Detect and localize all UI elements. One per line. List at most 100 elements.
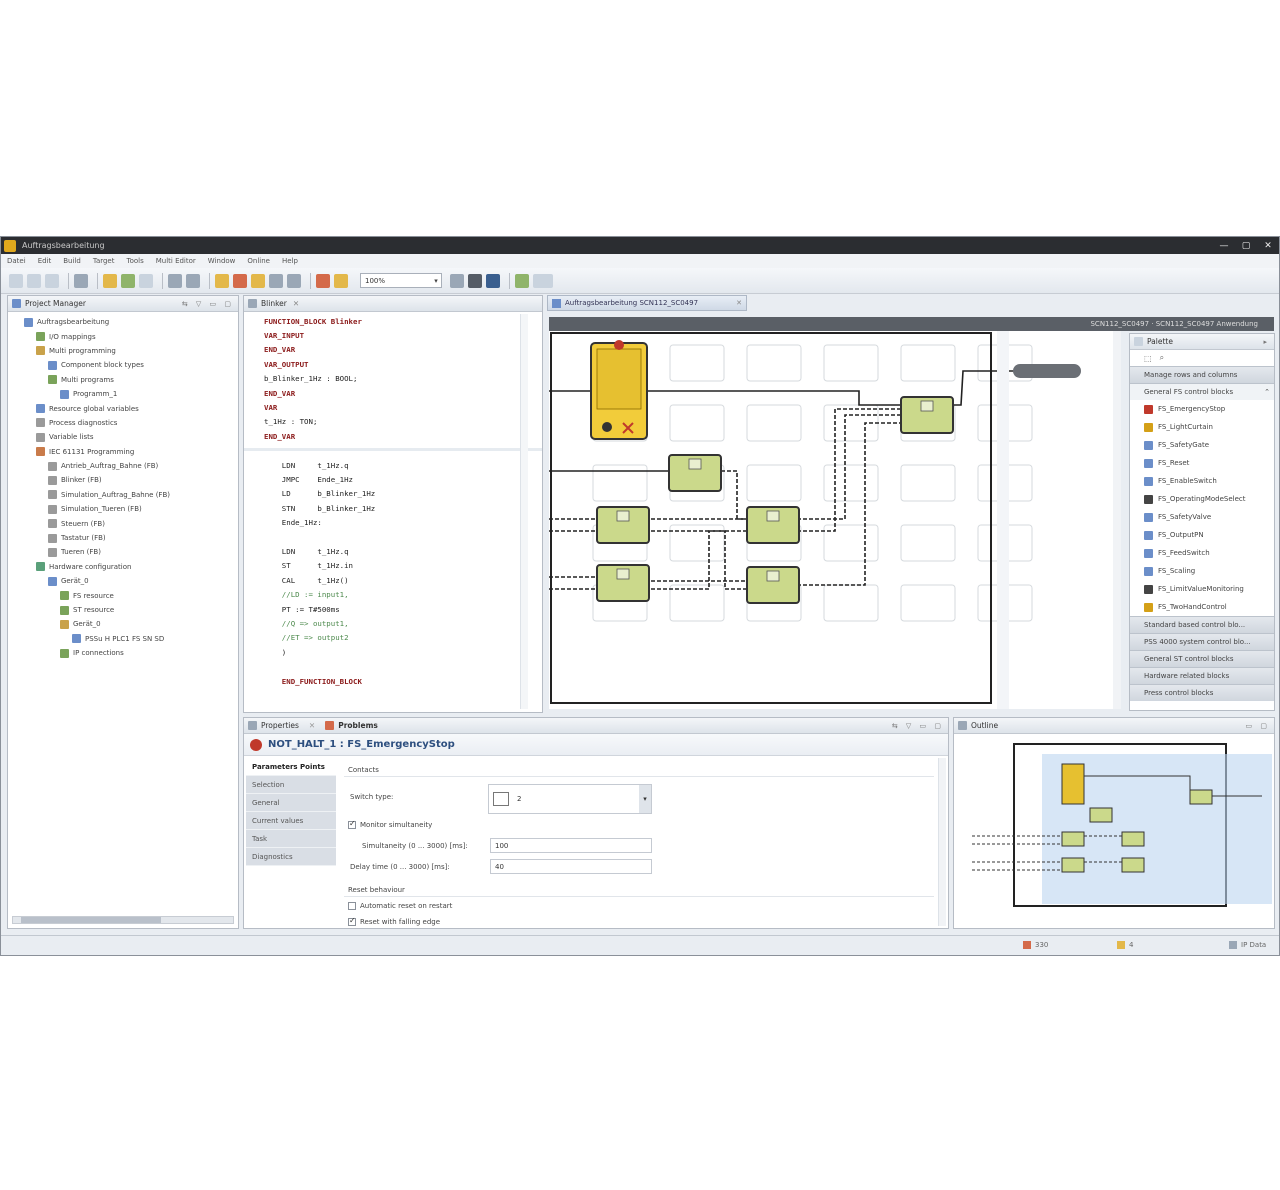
- palette-item[interactable]: FS_OutputPN: [1130, 526, 1274, 544]
- simultaneity-input[interactable]: 100: [490, 838, 652, 853]
- grid-icon[interactable]: [450, 273, 464, 288]
- properties-vtab[interactable]: Selection: [246, 776, 336, 794]
- tree-item[interactable]: Programm_1: [8, 387, 238, 401]
- tree-item[interactable]: IEC 61131 Programming: [8, 445, 238, 459]
- tree-item[interactable]: Resource global variables: [8, 401, 238, 415]
- palette-group[interactable]: PSS 4000 system control blo...: [1130, 633, 1274, 650]
- tree-item[interactable]: Gerät_0: [8, 574, 238, 588]
- palette-item[interactable]: FS_OperatingModeSelect: [1130, 490, 1274, 508]
- menu-item[interactable]: Multi Editor: [155, 257, 196, 265]
- properties-vtab[interactable]: Current values: [246, 812, 336, 830]
- monitor-icon[interactable]: [287, 273, 301, 288]
- select-icon[interactable]: ⬚: [1144, 353, 1152, 363]
- tree-item[interactable]: Antrieb_Auftrag_Bahne (FB): [8, 459, 238, 473]
- tree-item[interactable]: Simulation_Tueren (FB): [8, 502, 238, 516]
- falling-edge-checkbox[interactable]: Reset with falling edge: [348, 916, 440, 926]
- monitor-simultaneity-checkbox[interactable]: Monitor simultaneity: [348, 819, 432, 829]
- palette-item[interactable]: FS_SafetyGate: [1130, 436, 1274, 454]
- maximize-icon[interactable]: ▢: [1241, 240, 1251, 251]
- menu-item[interactable]: Online: [247, 257, 270, 265]
- tree-item[interactable]: ST resource: [8, 603, 238, 617]
- tree-item[interactable]: Tueren (FB): [8, 545, 238, 559]
- run-icon[interactable]: [334, 273, 348, 288]
- warning-count[interactable]: 4: [1117, 941, 1133, 949]
- panel-controls[interactable]: ⇆ ▽ ▭ ▢: [891, 721, 944, 730]
- properties-vtab[interactable]: Task: [246, 830, 336, 848]
- auto-reset-checkbox[interactable]: Automatic reset on restart: [348, 902, 452, 910]
- copy-icon[interactable]: [121, 273, 135, 288]
- palette-item[interactable]: FS_Reset: [1130, 454, 1274, 472]
- zoom-select[interactable]: 100% ▾: [360, 273, 442, 288]
- tree-item[interactable]: Multi programs: [8, 373, 238, 387]
- palette-group-open[interactable]: General FS control blocks ⌃: [1130, 383, 1274, 400]
- tree-item[interactable]: Hardware configuration: [8, 560, 238, 574]
- undo-icon[interactable]: [168, 273, 182, 288]
- palette-group[interactable]: General ST control blocks: [1130, 650, 1274, 667]
- menu-item[interactable]: Target: [92, 257, 115, 265]
- palette-item[interactable]: FS_SafetyValve: [1130, 508, 1274, 526]
- menu-item[interactable]: Tools: [126, 257, 144, 265]
- tree-item[interactable]: Auftragsbearbeitung: [8, 315, 238, 329]
- project-manager-tab[interactable]: Project Manager ⇆ ▽ ▭ ▢: [8, 296, 238, 312]
- redo-icon[interactable]: [186, 273, 200, 288]
- properties-vtab[interactable]: Parameters Points: [246, 758, 336, 776]
- tab-problems[interactable]: Problems: [338, 721, 378, 730]
- tree-item[interactable]: Tastatur (FB): [8, 531, 238, 545]
- outline-minimap[interactable]: [962, 740, 1272, 926]
- palette-item[interactable]: FS_FeedSwitch: [1130, 544, 1274, 562]
- tree-item[interactable]: Process diagnostics: [8, 416, 238, 430]
- online-icon[interactable]: [515, 273, 529, 288]
- menu-item[interactable]: Help: [282, 257, 298, 265]
- tab-close-icon[interactable]: ✕: [292, 299, 300, 308]
- layout-icon[interactable]: [486, 273, 500, 288]
- outline-tab[interactable]: Outline ▭ ▢: [954, 718, 1274, 734]
- palette-item[interactable]: FS_LimitValueMonitoring: [1130, 580, 1274, 598]
- tree-item[interactable]: Steuern (FB): [8, 516, 238, 530]
- connection-mode[interactable]: IP Data: [1229, 941, 1266, 949]
- tree-item[interactable]: Simulation_Auftrag_Bahne (FB): [8, 488, 238, 502]
- diagram-tab[interactable]: Auftragsbearbeitung SCN112_SC0497 ✕: [547, 295, 747, 311]
- fbd-diagram-canvas[interactable]: [549, 331, 1121, 709]
- switch-type-select[interactable]: 2 ▾: [488, 784, 652, 814]
- save-icon[interactable]: [45, 273, 59, 288]
- vertical-scrollbar[interactable]: [938, 758, 946, 926]
- palette-item[interactable]: FS_LightCurtain: [1130, 418, 1274, 436]
- code-body[interactable]: LDN t_1Hz.q JMPC Ende_1Hz LD b_Blinker_1…: [264, 458, 524, 688]
- vertical-scrollbar[interactable]: [520, 314, 528, 709]
- print-icon[interactable]: [74, 273, 88, 288]
- properties-vtab[interactable]: General: [246, 794, 336, 812]
- user-icon[interactable]: [533, 273, 553, 288]
- open-icon[interactable]: [27, 273, 41, 288]
- palette-item[interactable]: FS_EnableSwitch: [1130, 472, 1274, 490]
- palette-group[interactable]: Standard based control blo...: [1130, 616, 1274, 633]
- tree-item[interactable]: IP connections: [8, 646, 238, 660]
- palette-group[interactable]: Press control blocks: [1130, 684, 1274, 701]
- menu-item[interactable]: Edit: [37, 257, 52, 265]
- panel-controls[interactable]: ⇆ ▽ ▭ ▢: [181, 299, 234, 308]
- search-icon[interactable]: [269, 273, 283, 288]
- stop-icon[interactable]: [316, 273, 330, 288]
- tree-item[interactable]: Component block types: [8, 358, 238, 372]
- panel-controls[interactable]: ▭ ▢: [1245, 721, 1270, 730]
- horizontal-scrollbar[interactable]: [12, 916, 234, 924]
- paste-icon[interactable]: [139, 273, 153, 288]
- connect-icon[interactable]: [468, 273, 482, 288]
- palette-group[interactable]: Hardware related blocks: [1130, 667, 1274, 684]
- palette-tab[interactable]: Palette ▸: [1130, 334, 1274, 350]
- cut-icon[interactable]: [103, 273, 117, 288]
- tree-item[interactable]: Variable lists: [8, 430, 238, 444]
- close-icon[interactable]: ✕: [1264, 240, 1272, 251]
- compile-icon[interactable]: [215, 273, 229, 288]
- error-count[interactable]: 330: [1023, 941, 1048, 949]
- tree-item[interactable]: FS resource: [8, 588, 238, 602]
- properties-vtab[interactable]: Diagnostics: [246, 848, 336, 866]
- palette-manage-rows[interactable]: Manage rows and columns: [1130, 366, 1274, 383]
- tab-properties[interactable]: Properties: [261, 721, 299, 730]
- menu-item[interactable]: Datei: [7, 257, 26, 265]
- editor-splitter[interactable]: [244, 448, 542, 451]
- download-icon[interactable]: [251, 273, 265, 288]
- palette-item[interactable]: FS_TwoHandControl: [1130, 598, 1274, 616]
- palette-item[interactable]: FS_EmergencyStop: [1130, 400, 1274, 418]
- tree-item[interactable]: PSSu H PLC1 FS SN SD: [8, 632, 238, 646]
